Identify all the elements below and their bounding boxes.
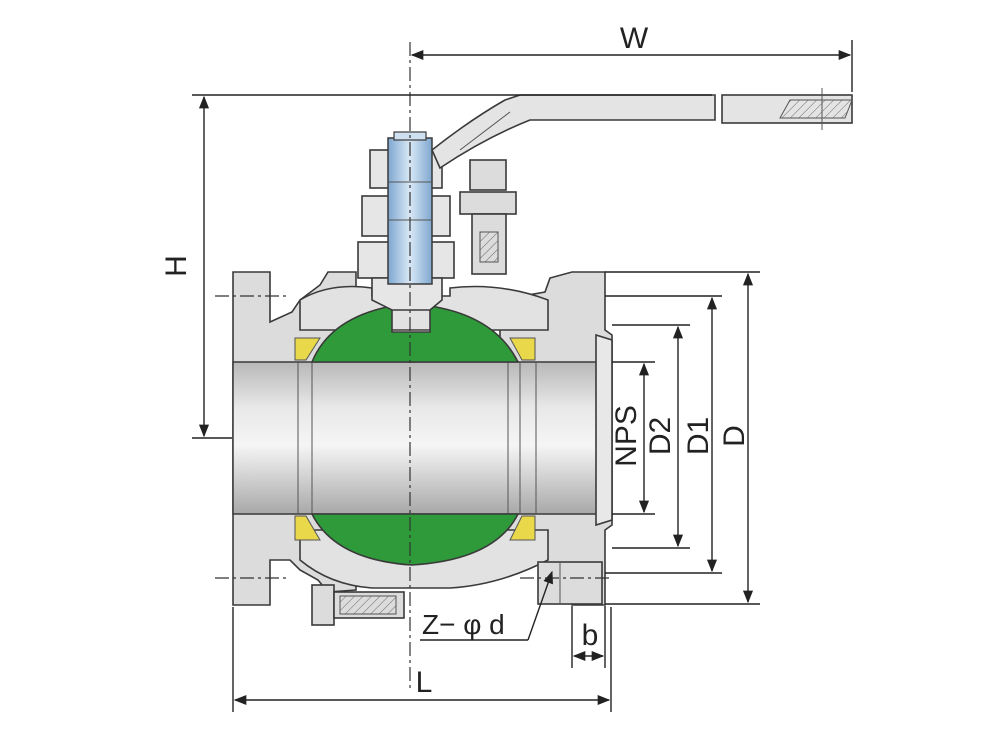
label-z-phi-d: Z− φ d [422,609,505,640]
ball-bottom [310,513,520,566]
dimension-b: b [571,606,606,668]
ball-top [310,305,520,363]
label-b: b [582,619,599,652]
seat-bottom-left [294,515,321,541]
bonnet [357,149,517,311]
bore-pipe [232,361,612,515]
center-lines [215,42,610,690]
ball [310,305,520,566]
bore [232,333,613,527]
dimension-diameters: D D1 D2 NPS [605,271,760,605]
seat-bottom-right [509,515,536,541]
label-d: D [718,425,751,447]
lever-handle [431,88,853,170]
seat-top-left [294,337,321,361]
label-nps: NPS [610,405,643,467]
dimension-w: W [410,22,853,92]
label-l: L [416,666,433,699]
seats [294,337,536,541]
dimension-h: H [160,94,712,439]
seat-top-right [509,337,536,361]
label-d1: D1 [682,417,715,455]
dimension-bolt-holes: Z− φ d [420,570,553,641]
label-w: W [620,22,649,55]
dimension-l: L [232,607,612,712]
label-d2: D2 [644,417,677,455]
label-h: H [160,255,193,277]
bottom-bolts [311,561,603,626]
